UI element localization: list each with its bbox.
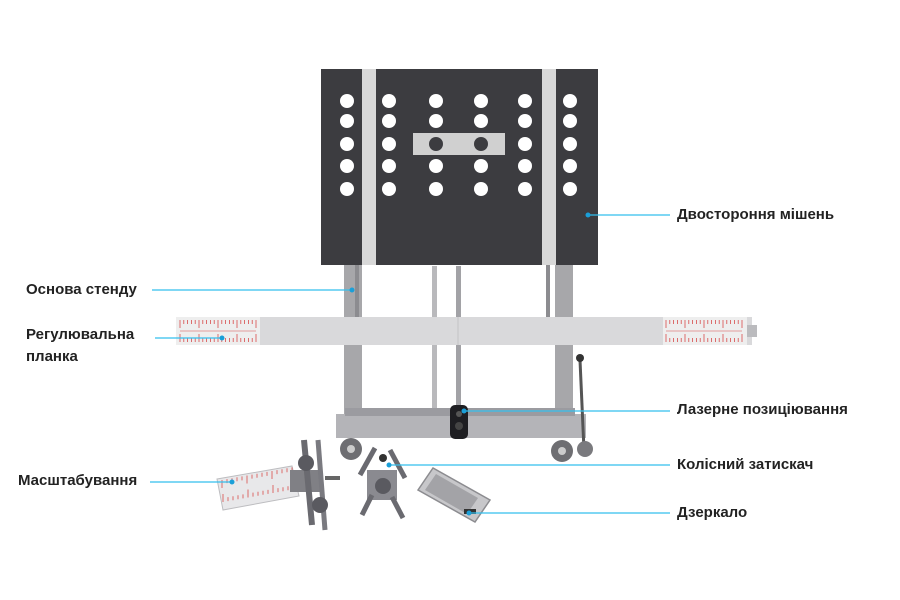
target-dot [429, 94, 443, 108]
target-dot [563, 114, 577, 128]
target-dot [563, 94, 577, 108]
bar-scale-left [179, 320, 257, 342]
scaling-ruler [216, 465, 300, 511]
label-adjustment-bar-line1: Регулювальна [26, 326, 135, 343]
target-dot [340, 159, 354, 173]
target-dot [382, 137, 396, 151]
target-dot [340, 114, 354, 128]
wheel-clamp-center [357, 446, 408, 520]
label-adjustment-bar: Регулювальна планка [26, 324, 156, 368]
target-dot [518, 137, 532, 151]
target-dot [382, 94, 396, 108]
target-dot [340, 94, 354, 108]
target-dot-grid [340, 94, 577, 196]
target-dot [474, 159, 488, 173]
label-wheel-clamp: Колісний затискач [677, 456, 814, 473]
target-dot [474, 182, 488, 196]
target-dot [518, 159, 532, 173]
target-dot [340, 182, 354, 196]
target-dot [474, 114, 488, 128]
leader-lines [150, 214, 670, 514]
mirror-device [416, 467, 492, 523]
target-dot [340, 137, 354, 151]
label-laser: Лазерне позиціювання [677, 401, 848, 418]
target-board [321, 69, 598, 265]
label-target: Двостороння мішень [677, 206, 835, 223]
target-dot [563, 182, 577, 196]
target-dot [382, 159, 396, 173]
label-stand-base: Основа стенду [26, 281, 137, 298]
target-dot [429, 114, 443, 128]
target-dot [429, 137, 443, 151]
wheel-clamp-left [290, 439, 340, 531]
label-mirror: Дзеркало [677, 504, 748, 521]
laser-device [450, 405, 468, 439]
target-dot [518, 94, 532, 108]
target-dot [474, 94, 488, 108]
target-dot [563, 137, 577, 151]
target-dot [429, 159, 443, 173]
ruler-ticks [221, 467, 294, 502]
target-dot [518, 114, 532, 128]
bar-scale-right [665, 320, 743, 342]
leader-dots [219, 212, 591, 516]
target-dot [518, 182, 532, 196]
target-dot [382, 182, 396, 196]
target-dot [382, 114, 396, 128]
caster-wheels [340, 438, 593, 462]
target-dot [474, 137, 488, 151]
label-scaling: Масштабування [18, 472, 138, 489]
target-dot [429, 182, 443, 196]
target-dot [563, 159, 577, 173]
label-adjustment-bar-line2: планка [26, 348, 78, 365]
